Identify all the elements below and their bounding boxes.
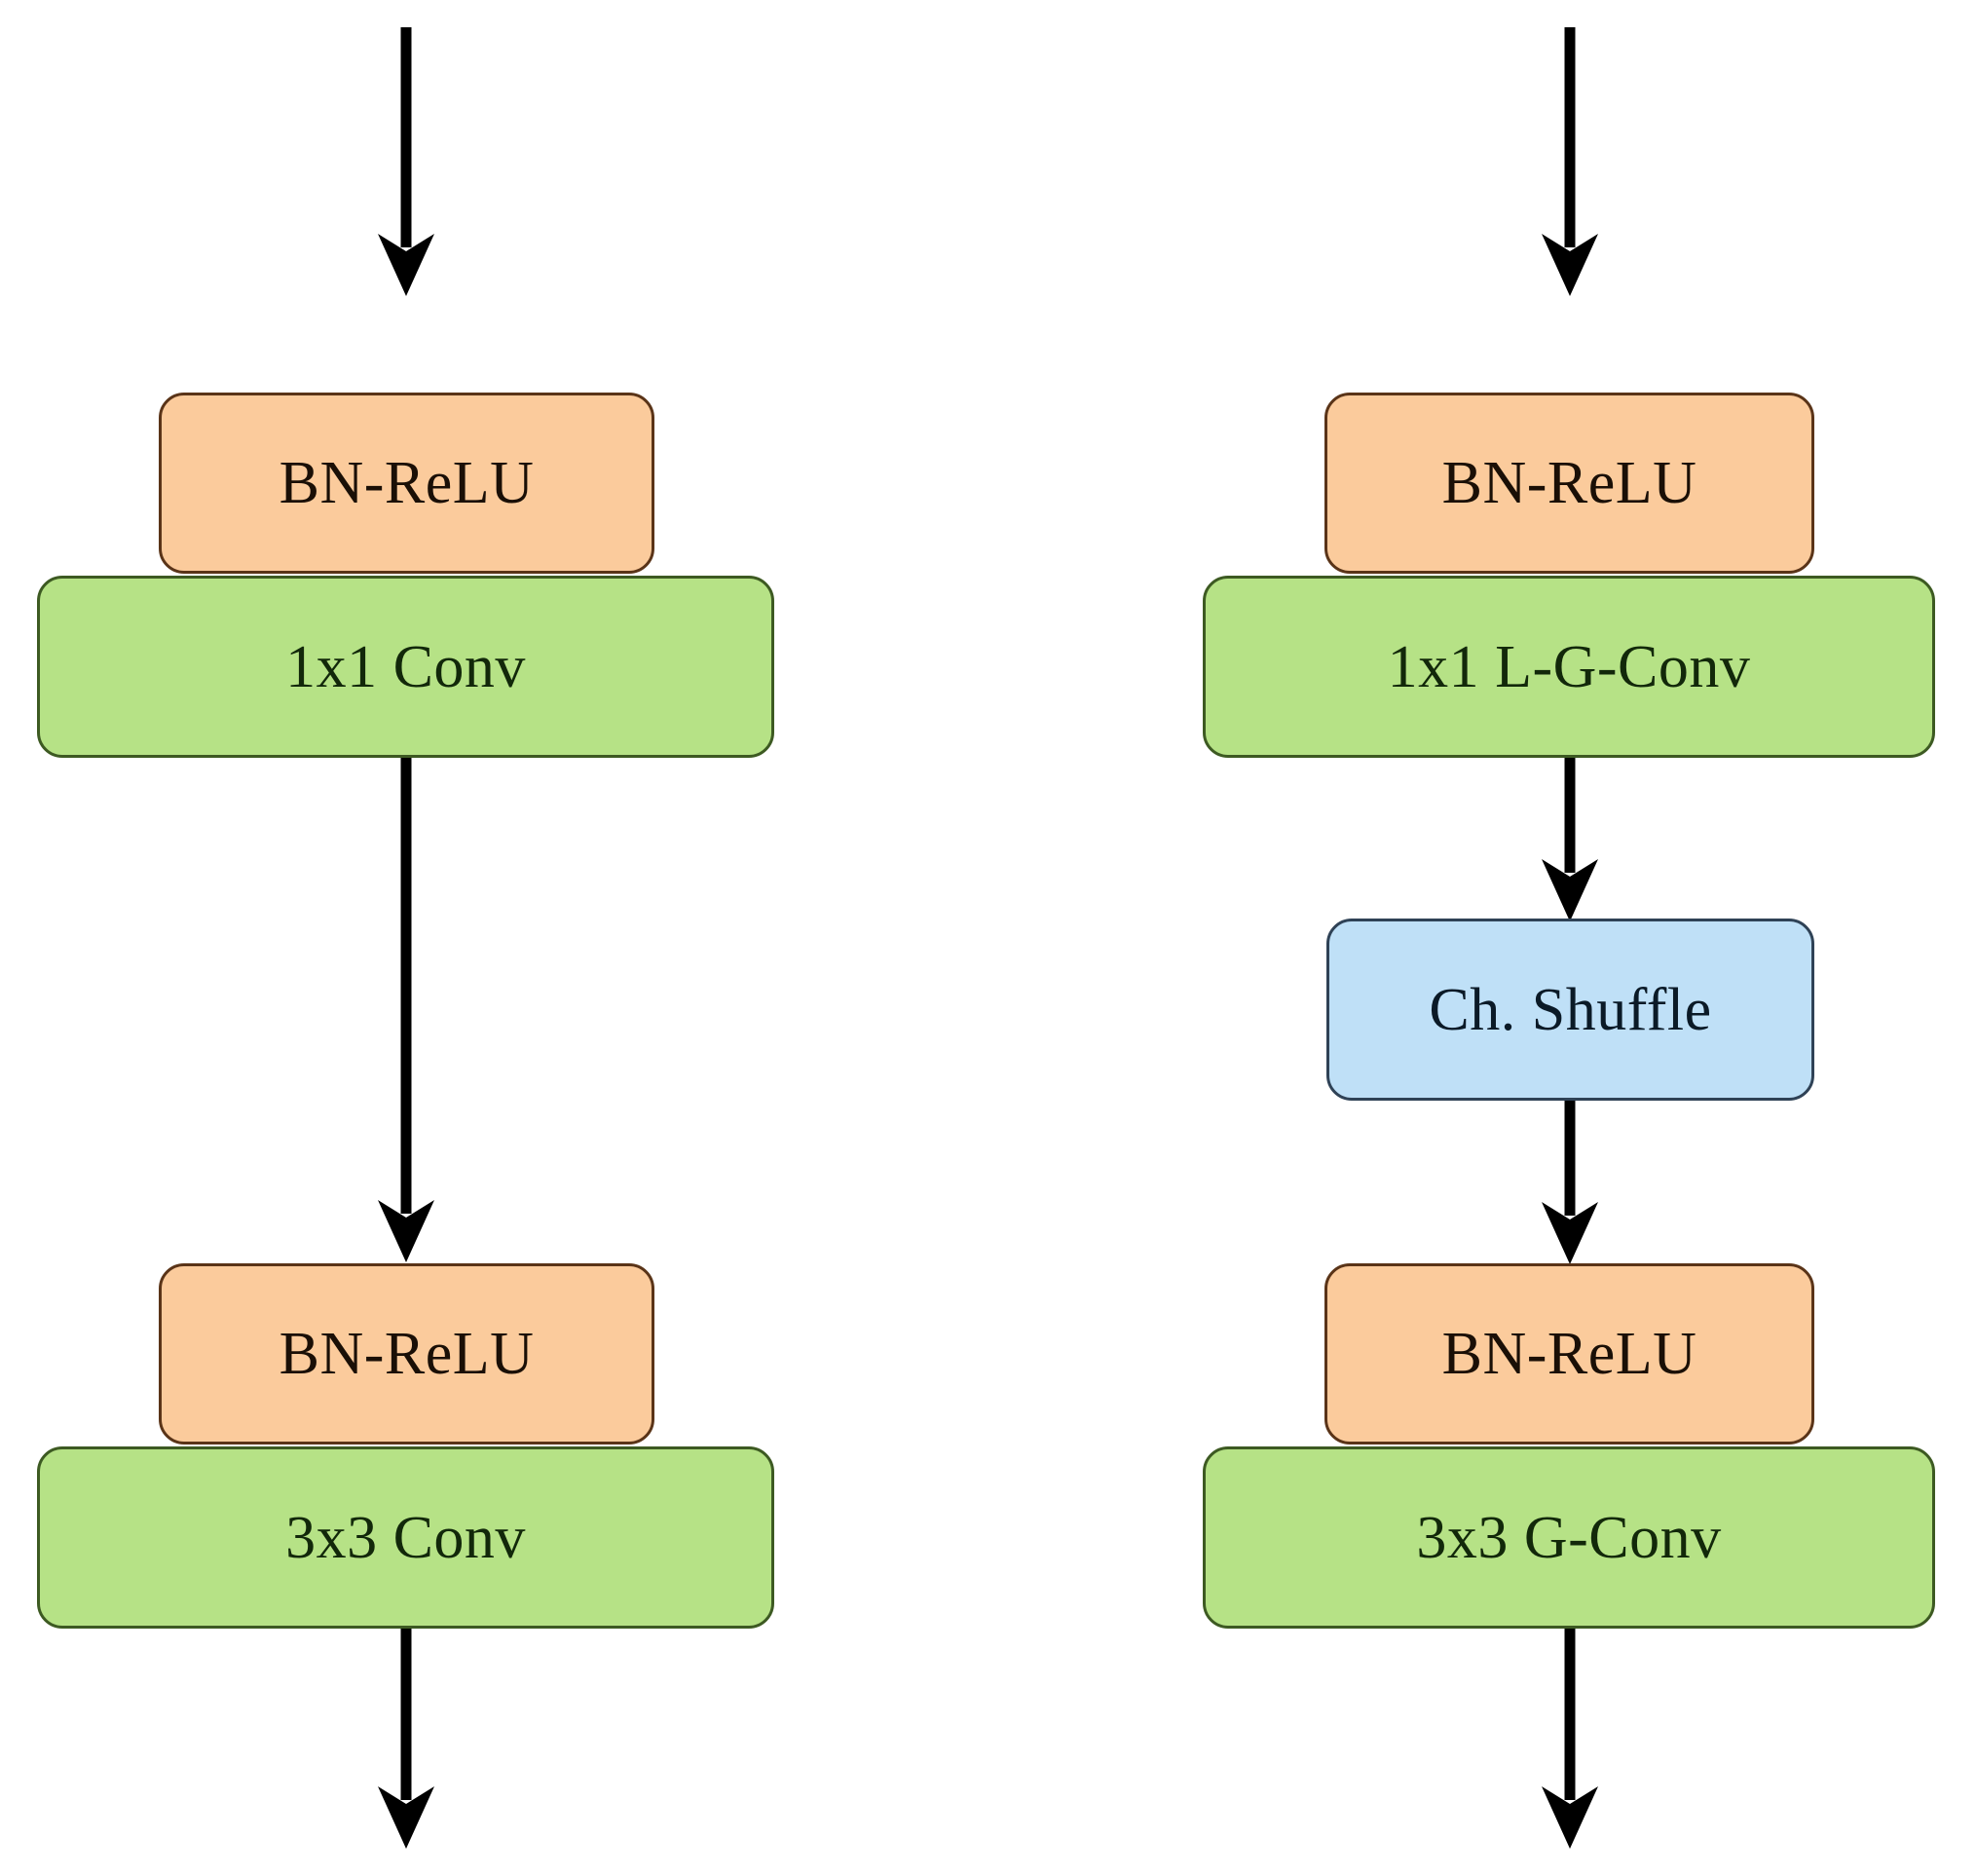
node-label: 1x1 Conv — [285, 633, 526, 700]
node-label: BN-ReLU — [279, 1321, 535, 1387]
node-channel-shuffle-right[interactable]: Ch. Shuffle — [1326, 919, 1814, 1101]
arrow-conv-to-bnrelu-left — [370, 758, 442, 1264]
arrow-shuffle-to-bnrelu-right — [1534, 1099, 1606, 1266]
node-label: 1x1 L-G-Conv — [1387, 633, 1751, 700]
node-label: BN-ReLU — [1441, 450, 1697, 516]
node-bn-relu-right-1[interactable]: BN-ReLU — [1324, 393, 1814, 574]
arrow-input-to-bnrelu-right — [1534, 27, 1606, 298]
arrow-conv-to-shuffle-right — [1534, 758, 1606, 923]
node-label: BN-ReLU — [279, 450, 535, 516]
node-label: Ch. Shuffle — [1429, 976, 1712, 1043]
node-bn-relu-right-2[interactable]: BN-ReLU — [1324, 1263, 1814, 1445]
node-bn-relu-left-2[interactable]: BN-ReLU — [159, 1263, 654, 1445]
node-label: 3x3 Conv — [285, 1504, 526, 1571]
node-conv-right-1[interactable]: 1x1 L-G-Conv — [1203, 576, 1935, 758]
node-conv-right-2[interactable]: 3x3 G-Conv — [1203, 1446, 1935, 1629]
arrow-input-to-bnrelu-left — [370, 27, 442, 298]
node-label: 3x3 G-Conv — [1416, 1504, 1722, 1571]
node-bn-relu-left-1[interactable]: BN-ReLU — [159, 393, 654, 574]
node-label: BN-ReLU — [1441, 1321, 1697, 1387]
arrow-conv-to-output-right — [1534, 1629, 1606, 1851]
node-conv-left-1[interactable]: 1x1 Conv — [37, 576, 774, 758]
arrow-conv-to-output-left — [370, 1629, 442, 1851]
node-conv-left-2[interactable]: 3x3 Conv — [37, 1446, 774, 1629]
